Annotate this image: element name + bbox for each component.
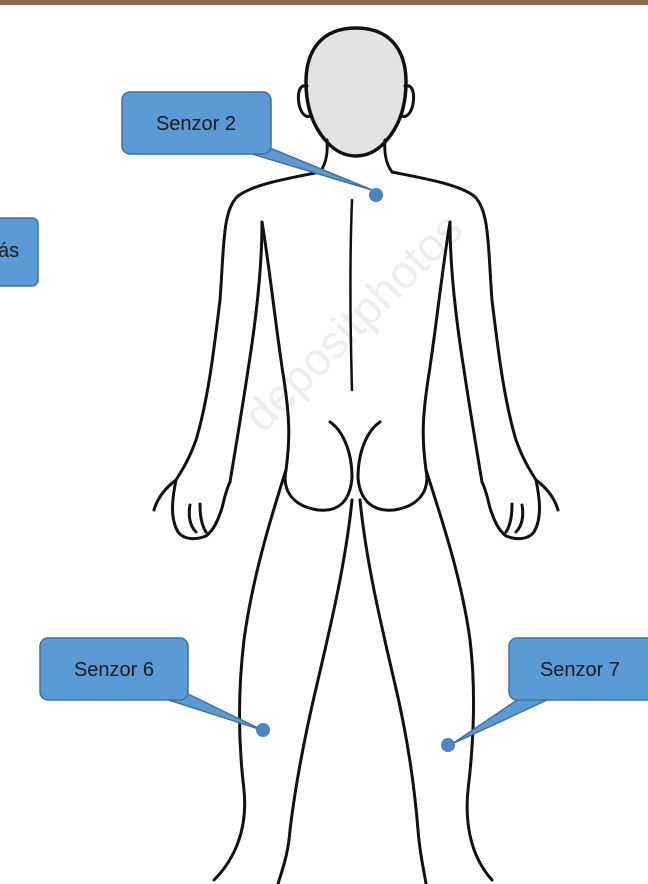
head-outline <box>306 28 406 156</box>
callout-partial-left: ás <box>0 218 38 286</box>
right-shoulder-arm-outer <box>392 172 536 480</box>
partial-left-label: ás <box>0 240 19 262</box>
sensor-7-label: Senzor 7 <box>540 659 620 681</box>
sensor-2-label: Senzor 2 <box>156 113 236 135</box>
left-shoulder-arm-outer <box>176 172 320 480</box>
sensor-6-dot <box>256 723 270 737</box>
right-hand <box>482 480 558 539</box>
right-arm-inner <box>450 222 482 482</box>
callout-pointer <box>452 694 560 744</box>
left-buttock <box>285 422 352 510</box>
callout-sensor-6: Senzor 6 <box>40 638 262 730</box>
human-figure-back-view <box>154 28 558 884</box>
sensor-2-dot <box>369 188 383 202</box>
left-arm-inner <box>230 222 262 482</box>
right-leg-outer <box>426 470 492 880</box>
sensor-7-dot <box>441 738 455 752</box>
left-leg-inner <box>278 500 352 884</box>
sensor-6-label: Senzor 6 <box>74 659 154 681</box>
right-buttock <box>358 422 427 510</box>
callout-sensor-7: Senzor 7 <box>452 638 648 744</box>
neck-right <box>385 140 392 172</box>
neck-left <box>320 140 327 172</box>
left-hand <box>154 480 230 539</box>
right-leg-inner <box>360 500 426 884</box>
left-leg-outer <box>214 470 286 880</box>
